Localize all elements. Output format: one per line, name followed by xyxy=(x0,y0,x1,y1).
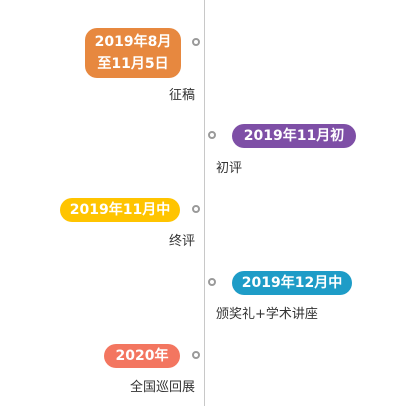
event-caption: 征稿 xyxy=(168,88,195,103)
timeline-node xyxy=(192,351,200,359)
event-date-badge: 2019年12月中 xyxy=(232,271,352,295)
timeline-node xyxy=(208,131,216,139)
event-caption: 初评 xyxy=(216,161,243,176)
event-date-badge: 2019年11月初 xyxy=(232,124,356,148)
event-date-line: 2019年11月初 xyxy=(243,128,345,144)
event-date-line: 2019年8月 xyxy=(94,34,172,50)
event-date-badge: 2020年 xyxy=(104,344,180,368)
event-date-badge: 2019年8月 至11月5日 xyxy=(85,28,181,78)
event-date-badge: 2019年11月中 xyxy=(60,198,180,222)
event-date-line: 2019年11月中 xyxy=(69,202,171,218)
timeline-node xyxy=(192,205,200,213)
event-date-line: 2019年12月中 xyxy=(241,275,343,291)
event-caption: 颁奖礼+学术讲座 xyxy=(216,307,318,322)
timeline-node xyxy=(208,278,216,286)
event-caption: 终评 xyxy=(168,234,195,249)
timeline-axis xyxy=(204,0,205,406)
event-date-line: 2020年 xyxy=(115,348,169,364)
event-date-line: 至11月5日 xyxy=(97,56,169,72)
event-caption: 全国巡回展 xyxy=(129,380,195,395)
timeline-node xyxy=(192,38,200,46)
